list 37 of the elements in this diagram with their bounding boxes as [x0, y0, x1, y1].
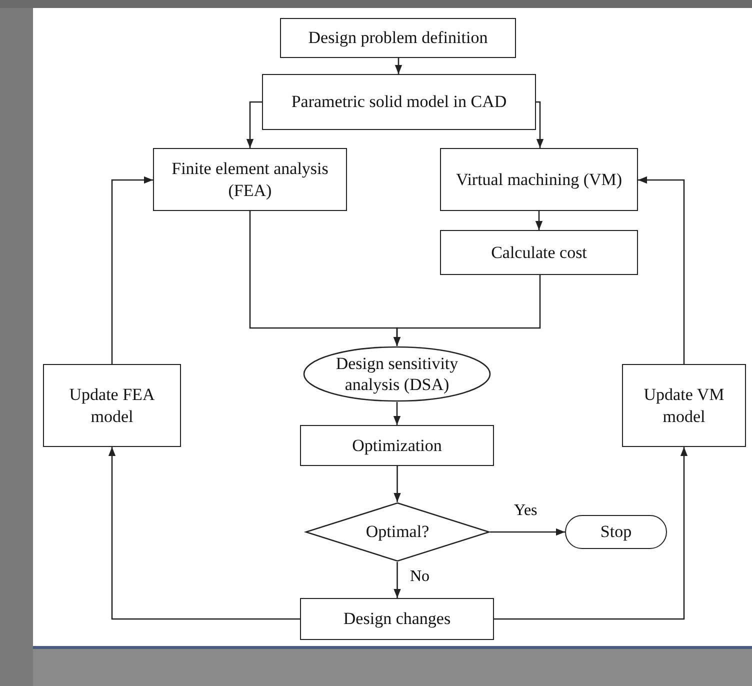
process-box — [262, 74, 536, 130]
arrow — [108, 447, 300, 620]
process-box — [300, 598, 494, 640]
node-label: Calculate cost — [490, 242, 588, 264]
process-box — [153, 148, 347, 211]
terminal-box — [565, 515, 667, 549]
process-ellipse — [303, 346, 491, 402]
arrow — [490, 528, 565, 536]
node-label: Design sensitivity analysis (DSA) — [334, 352, 460, 396]
node-label: Design problem definition — [307, 27, 489, 49]
arrow — [535, 211, 543, 230]
arrow — [536, 101, 544, 148]
arrow — [494, 447, 688, 620]
node-label: Update FEA model — [68, 384, 156, 427]
arrow — [394, 58, 402, 74]
decision-diamond — [305, 502, 490, 562]
node-label: Update VM model — [642, 384, 726, 427]
node-label: Parametric solid model in CAD — [290, 91, 508, 113]
arrow — [246, 101, 262, 148]
arrow — [393, 275, 541, 346]
node-label: Optimization — [351, 434, 443, 456]
node-label: Optimal? — [364, 521, 430, 543]
arrow — [638, 176, 685, 364]
process-box — [622, 364, 746, 447]
process-box — [440, 148, 638, 211]
node-label: Virtual machining (VM) — [454, 168, 624, 190]
node-label: Design changes — [342, 608, 452, 630]
arrow — [394, 562, 401, 598]
node-label: Finite element analysis (FEA) — [170, 158, 330, 201]
process-box — [440, 230, 638, 275]
arrow — [393, 402, 401, 425]
process-box — [280, 18, 516, 58]
process-box — [300, 425, 494, 466]
process-box — [43, 364, 181, 447]
arrow — [111, 176, 153, 364]
arrow — [394, 466, 401, 502]
node-label: Stop — [599, 521, 633, 543]
